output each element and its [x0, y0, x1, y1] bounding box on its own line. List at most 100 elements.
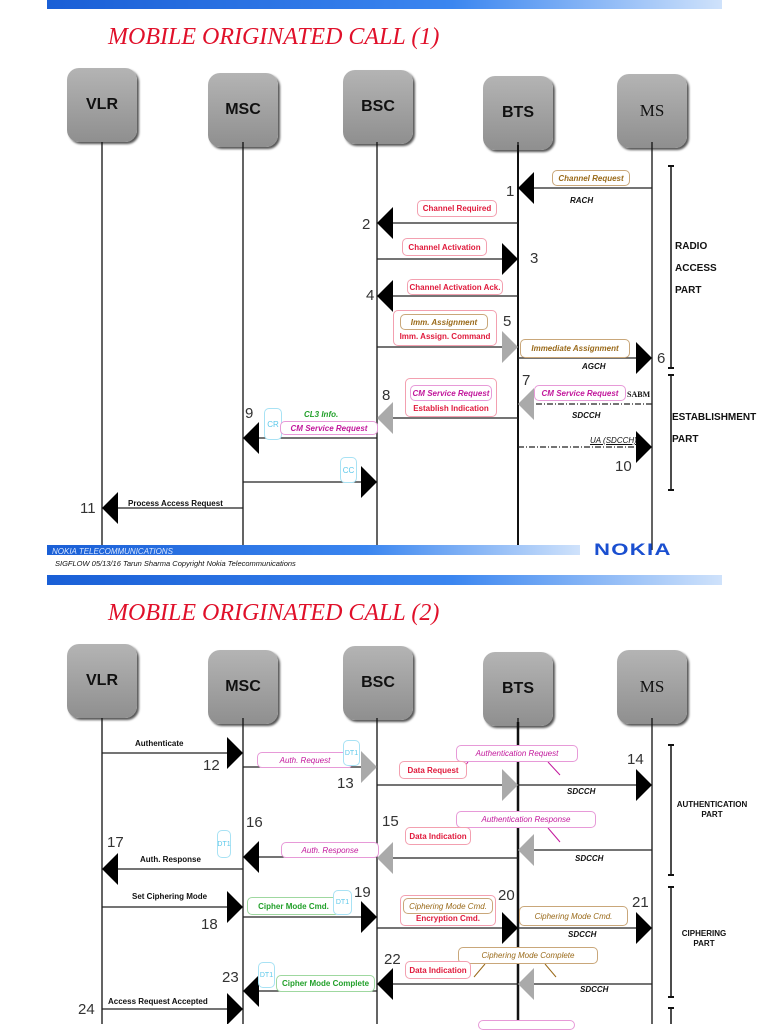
arrowhead-icon — [377, 402, 393, 434]
msg15-number: 15 — [382, 813, 399, 830]
part-line: PART — [675, 285, 702, 296]
arrowhead-icon — [518, 388, 534, 420]
arrowhead-icon — [502, 912, 518, 944]
msg23-dt1-tag: DT1 — [258, 962, 275, 988]
slide2-top-bar — [47, 575, 722, 585]
msg17-label: Auth. Response — [140, 855, 201, 864]
msg12-number: 12 — [203, 757, 220, 774]
msg3-label: Channel Activation — [402, 238, 487, 256]
arrowhead-icon — [518, 968, 534, 1000]
msg7-label: CM Service Request — [534, 385, 626, 401]
msg24-number: 24 — [78, 1001, 95, 1018]
arrowhead-icon — [518, 172, 534, 204]
msg19-label: Cipher Mode Cmd. — [247, 897, 340, 915]
arrowhead-icon — [502, 331, 518, 363]
arrowhead-icon — [377, 207, 393, 239]
msg7-number: 7 — [522, 372, 531, 389]
arrowhead-icon — [102, 492, 118, 524]
arrowhead-icon — [636, 431, 652, 463]
msg1-number: 1 — [506, 183, 515, 200]
arrowhead-icon — [227, 993, 243, 1024]
arrowhead-icon — [377, 842, 393, 874]
arrowhead-icon — [377, 968, 393, 1000]
msg22-channel: SDCCH — [580, 985, 609, 994]
msg19-dt1-tag: DT1 — [333, 890, 352, 915]
footer-company: NOKIA TELECOMMUNICATIONS — [52, 547, 173, 556]
node-bsc: BSC — [343, 646, 413, 720]
msg13-dt1-tag: DT1 — [343, 740, 360, 766]
arrowhead-icon — [502, 243, 518, 275]
msg20-label-b: Encryption Cmd. — [415, 914, 480, 923]
msg13-air-label: Authentication Request — [456, 745, 578, 762]
node-msc: MSC — [208, 73, 278, 147]
msg4-label: Channel Activation Ack. — [407, 279, 503, 295]
msg20-number: 20 — [498, 887, 515, 904]
arrowhead-icon — [518, 834, 534, 866]
footer-line: SIGFLOW 05/13/16 Tarun Sharma Copyright … — [55, 559, 296, 568]
part-line: CIPHERING — [681, 929, 727, 938]
msg11-label: Process Access Request — [128, 499, 223, 508]
msg8-label-a: CM Service Request — [410, 385, 492, 401]
msg5-label-a: Imm. Assignment — [400, 314, 488, 330]
arrowhead-icon — [102, 853, 118, 885]
msg8-number: 8 — [382, 387, 391, 404]
slide2-title: MOBILE ORIGINATED CALL (2) — [108, 600, 440, 626]
msg16-label: Auth. Response — [281, 842, 379, 858]
arrowhead-icon — [636, 769, 652, 801]
msg1-label: Channel Request — [552, 170, 630, 186]
msg17-number: 17 — [107, 834, 124, 851]
msg9-label-b: CM Service Request — [280, 421, 378, 435]
msg2-number: 2 — [362, 216, 371, 233]
part-line: PART — [693, 939, 715, 948]
msg8-label-b: Establish Indication — [413, 404, 489, 413]
part-line: AUTHENTICATION — [676, 800, 748, 809]
msg13-label: Auth. Request — [257, 752, 353, 768]
msg23-label: Cipher Mode Complete — [276, 975, 375, 992]
msg22-number: 22 — [384, 951, 401, 968]
part-line: ESTABLISHMENT — [672, 412, 757, 423]
msg1-channel: RACH — [570, 196, 594, 205]
msg18-label: Set Ciphering Mode — [132, 892, 208, 901]
msg2-label: Channel Required — [417, 200, 497, 217]
footer-bar — [47, 545, 580, 555]
msg4-number: 4 — [366, 287, 375, 304]
node-bts: BTS — [483, 652, 553, 726]
msg5-number: 5 — [503, 313, 512, 330]
node-msc: MSC — [208, 650, 278, 724]
node-vlr: VLR — [67, 644, 137, 718]
arrowhead-icon — [361, 901, 377, 933]
msg14-number: 14 — [627, 751, 644, 768]
part-line: ACCESS — [675, 263, 717, 274]
arrowhead-icon — [361, 466, 377, 498]
arrowhead-icon — [377, 280, 393, 312]
msg12-label: Authenticate — [135, 739, 184, 748]
arrowhead-icon — [243, 841, 259, 873]
msg21-channel: SDCCH — [568, 930, 597, 939]
pointer-arrow-icon — [547, 761, 561, 776]
arrowhead-icon — [636, 912, 652, 944]
arrowhead-icon — [636, 342, 652, 374]
msg10-label: UA (SDCCH) — [590, 436, 637, 445]
msg15-data-label: Data Indication — [405, 827, 471, 845]
msg24-label: Access Request Accepted — [108, 997, 208, 1006]
node-ms: MS — [617, 650, 687, 724]
msg13-number: 13 — [337, 775, 354, 792]
msg16-number: 16 — [246, 814, 263, 831]
arrowhead-icon — [227, 891, 243, 923]
msg22-air-label: Ciphering Mode Complete — [458, 947, 598, 964]
arrowhead-icon — [243, 975, 259, 1007]
msg21-label: Ciphering Mode Cmd. — [519, 906, 628, 926]
msg16-dt1-tag: DT1 — [217, 830, 231, 858]
next-message-box-partial — [478, 1020, 575, 1030]
arrowhead-icon — [243, 422, 259, 454]
pointer-arrow-icon — [473, 963, 486, 978]
nokia-logo: NOKIA — [594, 540, 672, 559]
msg14-channel: SDCCH — [567, 787, 596, 796]
part-line: PART — [701, 810, 723, 819]
msg3-number: 3 — [530, 250, 539, 267]
